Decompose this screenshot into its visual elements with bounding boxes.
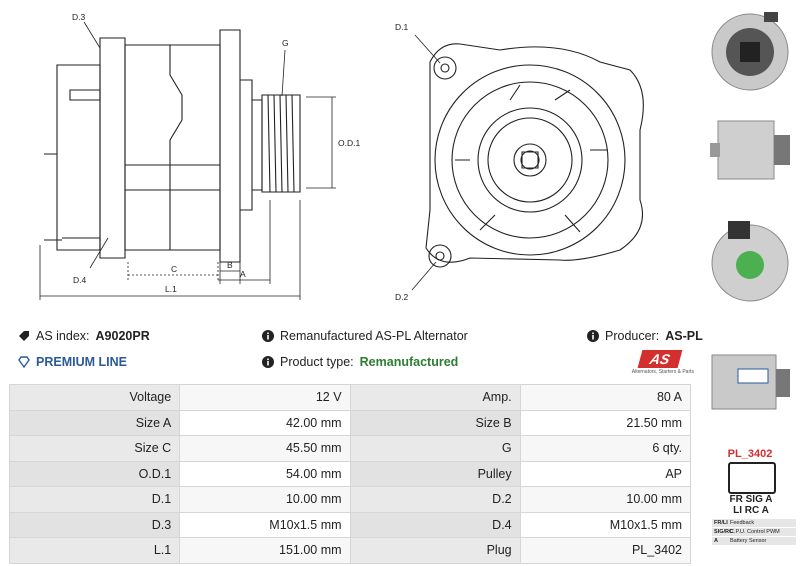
premium-row: PREMIUM LINE [18,355,127,369]
rear-flange [99,37,126,259]
spec-value: AP [519,460,692,487]
label-c: C [171,264,177,274]
stator-outline [124,44,221,251]
rear-housing-outline [56,64,101,251]
plug-pins: FR SIG A LI RC A [713,494,789,516]
spec-label: D.1 [8,486,181,513]
spec-value: 21.50 mm [519,409,692,436]
spec-label: Size B [349,409,521,436]
spec-label: Size C [8,435,181,462]
spec-label: D.3 [8,511,181,538]
label-a: A [240,269,246,279]
info-icon [262,330,274,342]
description-row: Remanufactured AS-PL Alternator [262,329,468,343]
spec-label: Pulley [349,460,521,487]
legend-row: A Battery Sensor [712,537,796,545]
spec-label: D.4 [349,511,521,538]
label-l1: L.1 [165,284,177,294]
technical-drawings: D.3 G O.D.1 D.4 C B A L.1 D.1 D.2 [39,12,644,302]
product-type-row: Product type: Remanufactured [262,355,458,369]
as-index-value: A9020PR [95,329,150,343]
spec-value: 10.00 mm [519,486,692,513]
spec-label: Plug [349,537,521,564]
spec-value: M10x1.5 mm [179,511,351,538]
photo-side-view[interactable] [704,105,796,193]
product-photos [700,0,800,566]
plug-title: PL_3402 [727,448,773,460]
spec-value: 54.00 mm [179,460,351,487]
premium-line-badge: PREMIUM LINE [36,355,127,369]
label-d2: D.2 [395,292,409,302]
spec-label: O.D.1 [8,460,181,487]
as-logo: AS Alternators, Starters & Parts [622,350,694,376]
tag-icon [19,331,29,341]
front-housing-outline [425,43,644,263]
label-g: G [282,38,289,48]
spec-value: 6 qty. [519,435,692,462]
legend-code: A [714,538,718,544]
spec-value: 42.00 mm [179,409,351,436]
product-type-value: Remanufactured [359,355,459,369]
spec-label: L.1 [8,537,181,564]
photo-rear-view[interactable] [704,6,796,94]
legend-desc: Battery Sensor [730,538,767,544]
legend-desc: Feedback [730,520,755,526]
spec-value: 80 A [519,384,692,411]
spec-label: Amp. [349,384,521,411]
product-description: Remanufactured AS-PL Alternator [280,329,468,343]
label-d1: D.1 [395,22,409,32]
plug-connector-icon [728,462,776,494]
diamond-icon [18,356,30,368]
spec-value: 10.00 mm [179,486,351,513]
as-index-label: AS index: [36,329,90,343]
spec-value: PL_3402 [519,537,692,564]
info-icon [262,356,274,368]
legend-code: SIG/RC [714,529,733,535]
info-icon [587,330,599,342]
front-flange [219,29,241,263]
spec-label: G [349,435,521,462]
product-type-label: Product type: [280,355,354,369]
label-d3: D.3 [72,12,86,22]
producer-value: AS-PL [665,329,703,343]
photo-angle-view[interactable] [704,335,796,423]
spec-value: 12 V [179,384,351,411]
as-logo-mark: AS [637,350,683,368]
spec-label: Size A [8,409,181,436]
as-logo-tagline: Alternators, Starters & Parts [631,369,694,375]
label-od1: O.D.1 [338,138,360,148]
producer-row: Producer: AS-PL [587,329,703,343]
photo-front-view[interactable] [704,215,796,303]
spec-value: 151.00 mm [179,537,351,564]
plug-pins-row1: FR SIG A [729,494,773,505]
legend-code: FR/LI [714,520,728,526]
label-d4: D.4 [73,275,87,285]
spec-value: 45.50 mm [179,435,351,462]
pulley-outline [261,94,301,193]
spec-value: M10x1.5 mm [519,511,692,538]
as-index-row: AS index: A9020PR [18,329,150,343]
plug-pins-row2: LI RC A [733,505,769,516]
spec-label: Voltage [8,384,181,411]
legend-desc: C.P.U. Control PWM [730,529,780,535]
spec-label: D.2 [349,486,521,513]
label-b: B [227,260,233,270]
producer-label: Producer: [605,329,660,343]
